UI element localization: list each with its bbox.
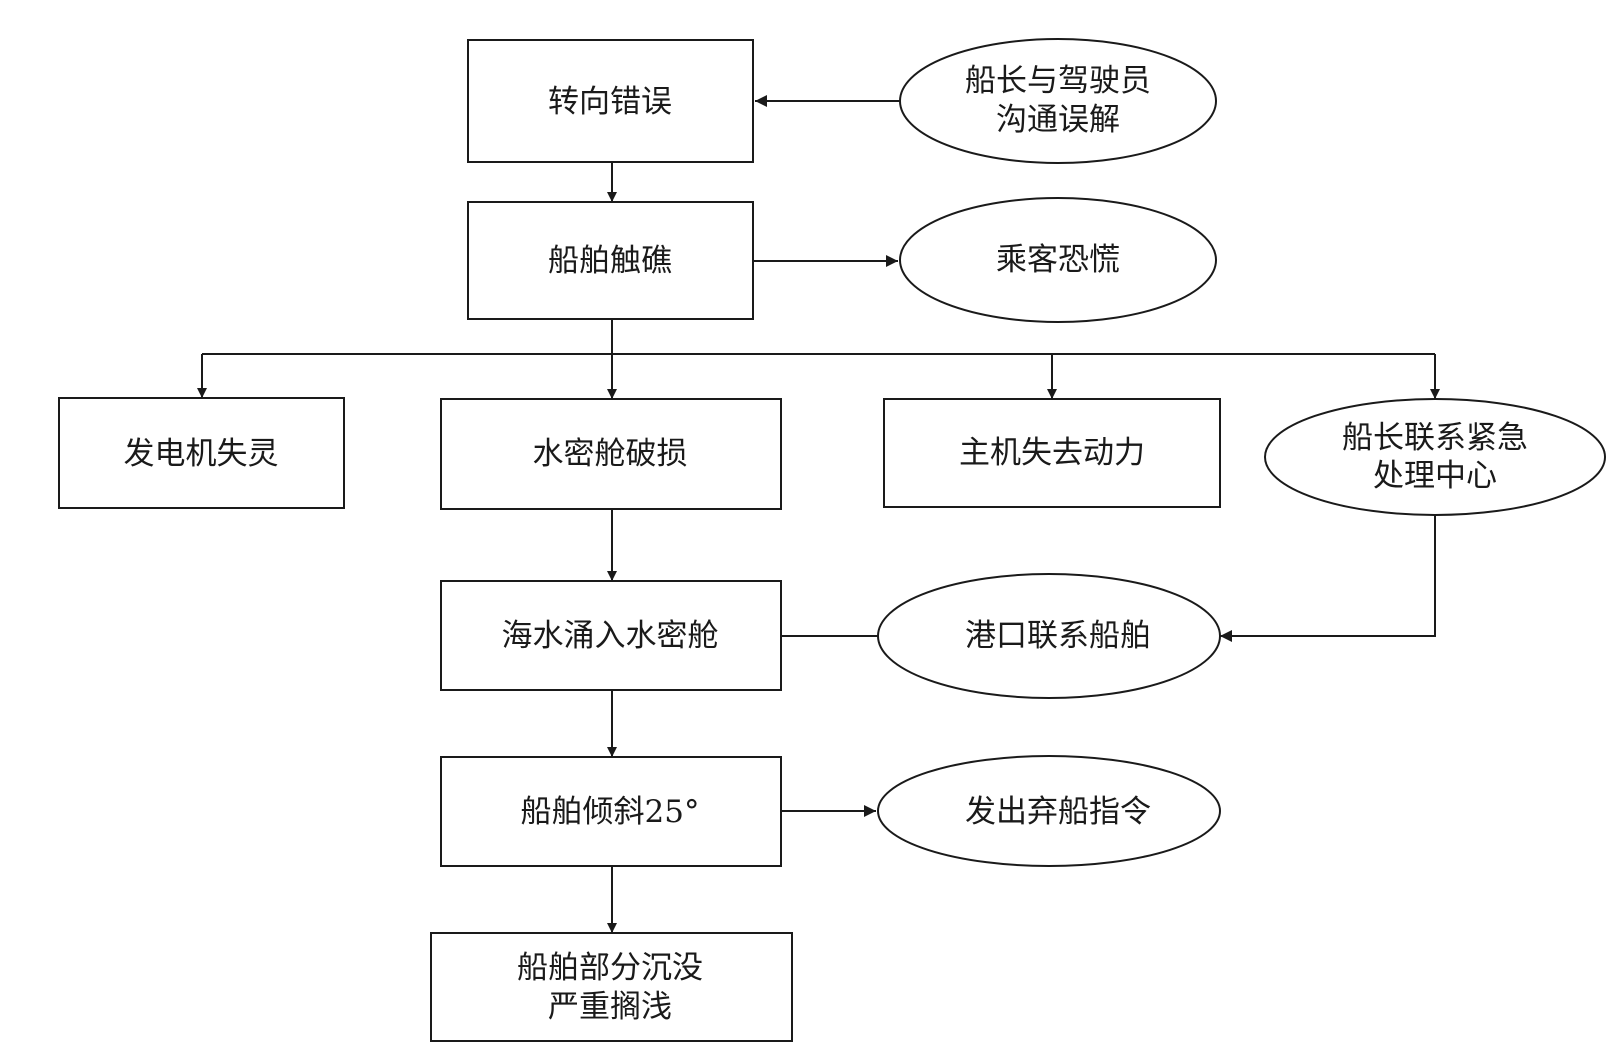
node-generator-failure: 发电机失灵 — [58, 397, 345, 509]
node-misunderstanding-line1: 船长与驾驶员 — [965, 63, 1151, 99]
node-passenger-panic-label: 乘客恐慌 — [996, 242, 1120, 278]
node-misunderstanding: 船长与驾驶员 沟通误解 — [899, 38, 1217, 164]
node-captain-contacts-center-line2: 处理中心 — [1373, 458, 1497, 494]
node-watertight-damage: 水密舱破损 — [440, 398, 782, 510]
node-steering-error: 转向错误 — [467, 39, 754, 163]
edge-captain-to-port — [1220, 515, 1436, 642]
node-seawater-inflow: 海水涌入水密舱 — [440, 580, 782, 691]
node-watertight-damage-label: 水密舱破损 — [533, 436, 688, 472]
node-partial-sinking-line1: 船舶部分沉没 — [517, 950, 703, 986]
node-ship-tilt-label: 船舶倾斜25° — [521, 794, 700, 830]
node-abandon-order: 发出弃船指令 — [877, 755, 1221, 867]
node-grounding: 船舶触礁 — [467, 201, 754, 320]
node-port-contacts-ship: 港口联系船舶 — [877, 573, 1221, 699]
node-generator-failure-label: 发电机失灵 — [124, 436, 279, 472]
node-captain-contacts-center: 船长联系紧急 处理中心 — [1264, 398, 1606, 516]
node-port-contacts-ship-label: 港口联系船舶 — [965, 618, 1151, 654]
node-seawater-inflow-label: 海水涌入水密舱 — [502, 618, 719, 654]
node-misunderstanding-line2: 沟通误解 — [996, 102, 1120, 138]
node-abandon-order-label: 发出弃船指令 — [965, 794, 1151, 830]
node-ship-tilt: 船舶倾斜25° — [440, 756, 782, 867]
node-partial-sinking: 船舶部分沉没 严重搁浅 — [430, 932, 793, 1042]
node-partial-sinking-line2: 严重搁浅 — [548, 989, 672, 1025]
node-passenger-panic: 乘客恐慌 — [899, 197, 1217, 323]
node-grounding-label: 船舶触礁 — [548, 243, 672, 279]
node-main-engine-loss: 主机失去动力 — [883, 398, 1221, 508]
node-captain-contacts-center-line1: 船长联系紧急 — [1342, 420, 1528, 456]
node-steering-error-label: 转向错误 — [548, 84, 672, 120]
node-main-engine-loss-label: 主机失去动力 — [959, 435, 1145, 471]
